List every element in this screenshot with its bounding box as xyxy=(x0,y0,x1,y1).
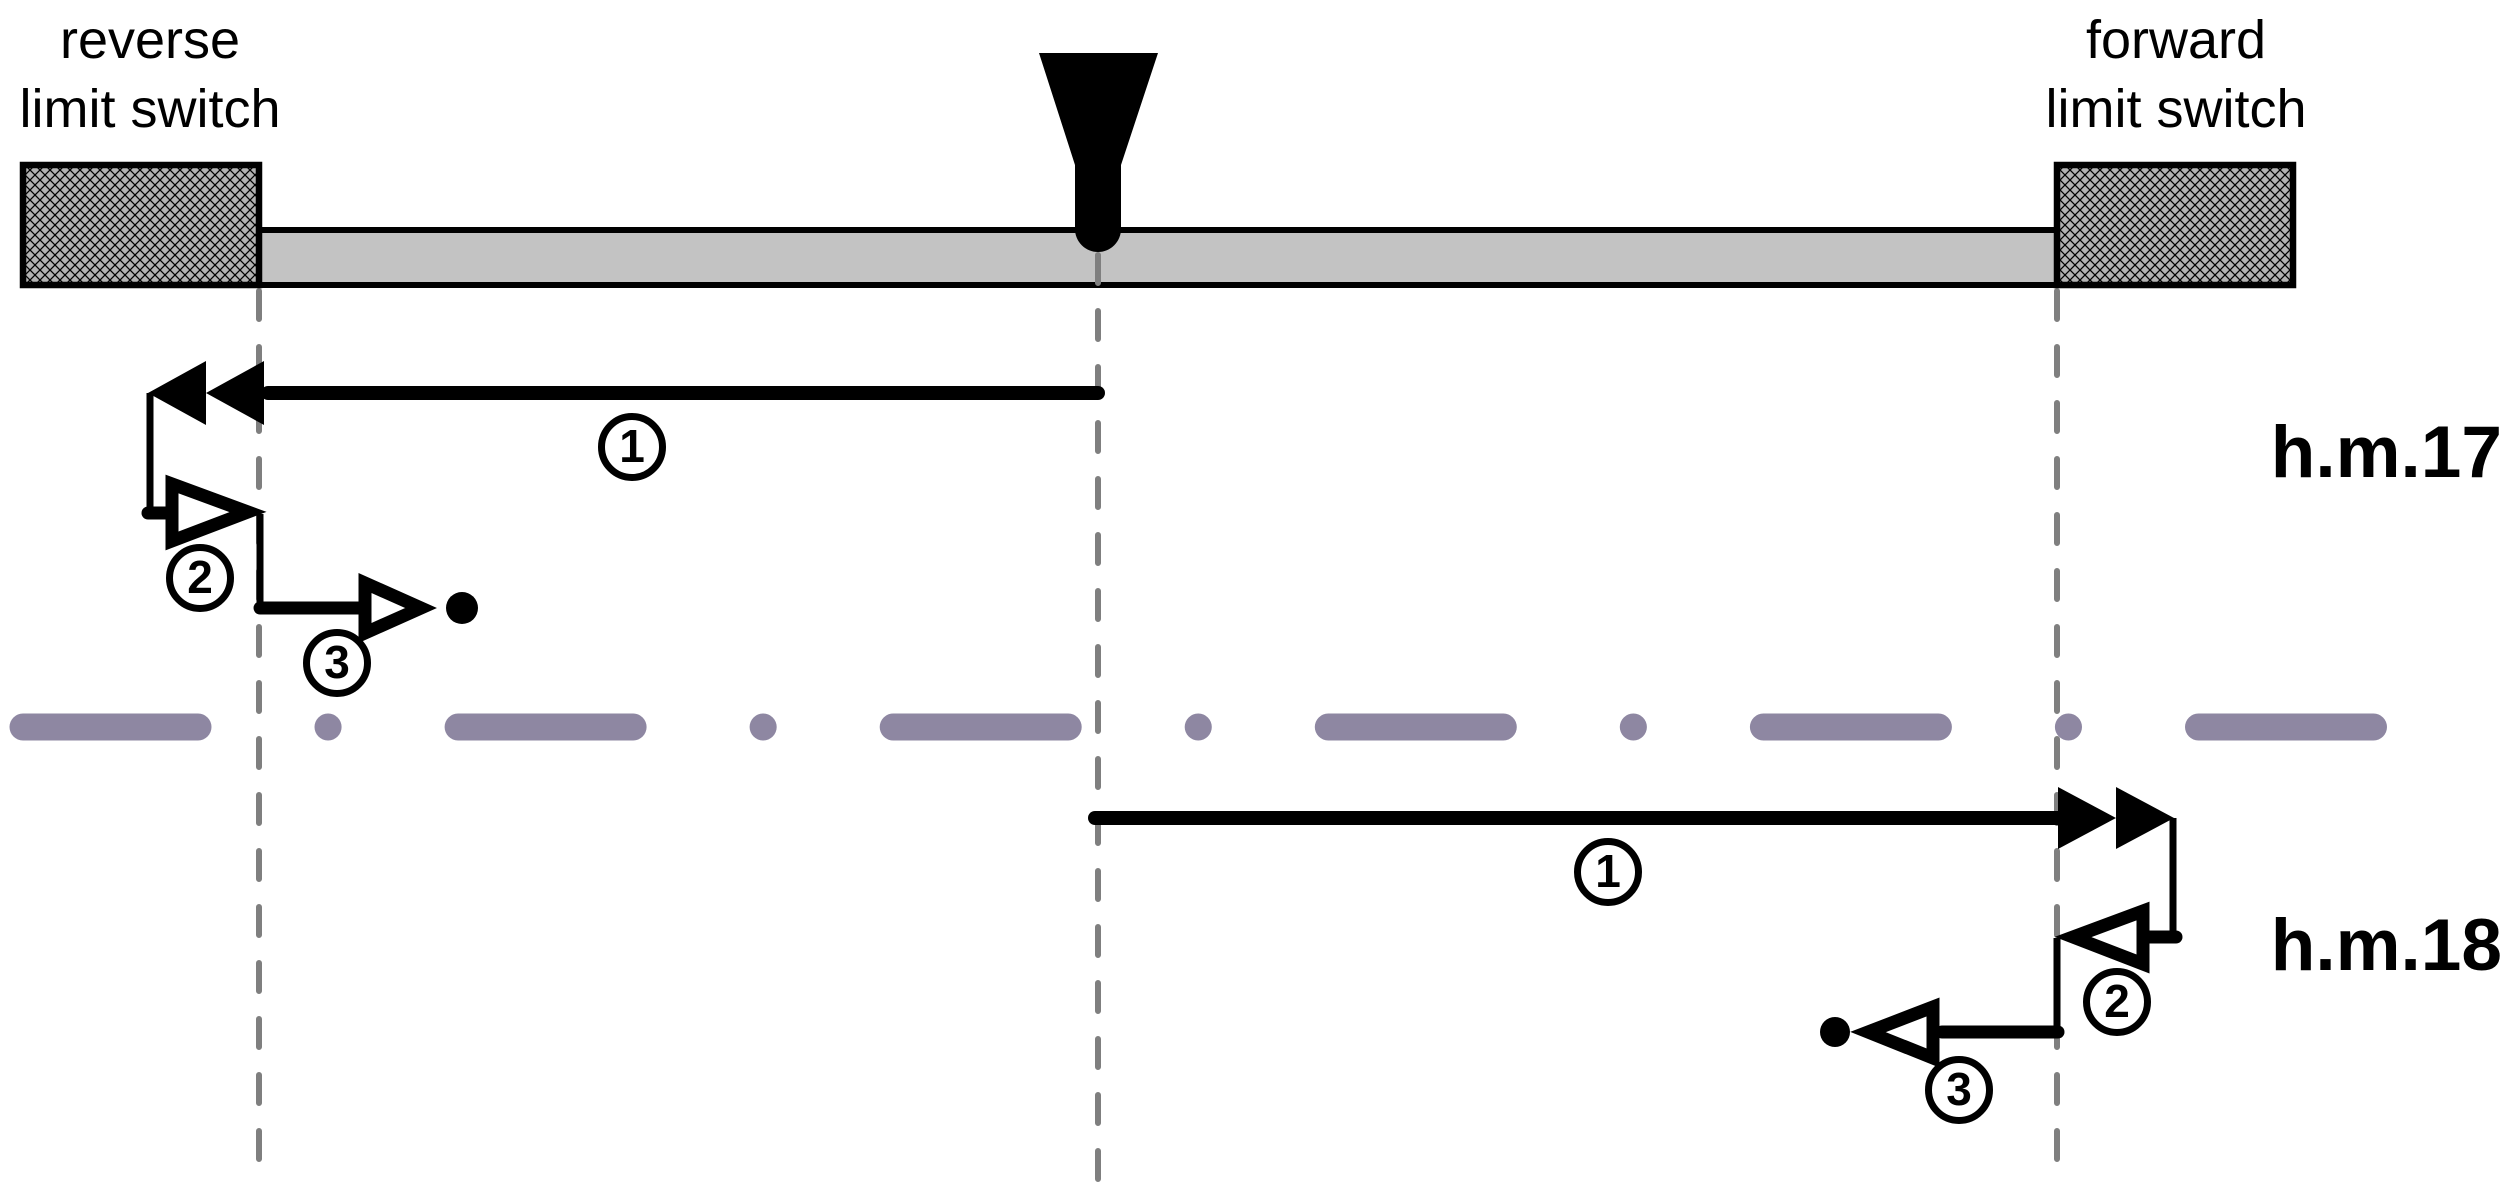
hm17-home-point-dot xyxy=(446,592,478,624)
hm17-step3-badge: 3 xyxy=(303,629,371,697)
hm17-step3-number: 3 xyxy=(324,636,350,688)
hm17-motion-group xyxy=(141,361,1105,644)
hm18-step2-hollow-arrow xyxy=(2054,901,2150,974)
hm17-step2-badge: 2 xyxy=(166,544,234,612)
hm18-step3-number: 3 xyxy=(1946,1063,1972,1115)
hm18-step1-number: 1 xyxy=(1595,845,1621,897)
hm17-step1-arrowhead-inner xyxy=(206,361,264,425)
forward-limit-switch-label-line1: forward xyxy=(2085,10,2267,70)
hm17-step2-hollow-arrow xyxy=(165,474,267,551)
hm17-step2-number: 2 xyxy=(187,551,213,603)
hm17-step1-number: 1 xyxy=(619,420,645,472)
hm18-motion-group xyxy=(1088,787,2183,1068)
reverse-limit-switch-label-line2: limit switch xyxy=(19,79,281,139)
hm17-step1-arrowhead-tip xyxy=(148,361,206,425)
hm18-step1-arrowhead-inner xyxy=(2058,787,2116,849)
reverse-limit-switch-label-line1: reverse xyxy=(59,10,241,70)
hm18-step2-number: 2 xyxy=(2104,975,2130,1027)
hm18-step3-badge: 3 xyxy=(1925,1056,1993,1124)
forward-limit-switch-box xyxy=(2053,161,2297,289)
forward-limit-switch-label-line2: limit switch xyxy=(2045,79,2307,139)
hm17-step1-badge: 1 xyxy=(598,413,666,481)
travel-rail xyxy=(247,227,2065,288)
home-position-marker-icon xyxy=(1039,53,1158,252)
reverse-limit-switch-box xyxy=(19,161,263,289)
hm18-step3-hollow-arrow xyxy=(1850,997,1940,1068)
hm18-method-label: h.m.18 xyxy=(2270,905,2502,986)
hm18-step2-badge: 2 xyxy=(2083,968,2151,1036)
hm18-step1-arrowhead-tip xyxy=(2116,787,2174,849)
hm17-method-label: h.m.17 xyxy=(2270,412,2502,493)
hm17-step3-hollow-arrow xyxy=(358,572,437,644)
reverse-limit-switch-label: reverse limit switch xyxy=(0,6,306,144)
hm18-step1-badge: 1 xyxy=(1574,838,1642,906)
hm18-home-point-dot xyxy=(1820,1017,1850,1047)
forward-limit-switch-label: forward limit switch xyxy=(2020,6,2332,144)
